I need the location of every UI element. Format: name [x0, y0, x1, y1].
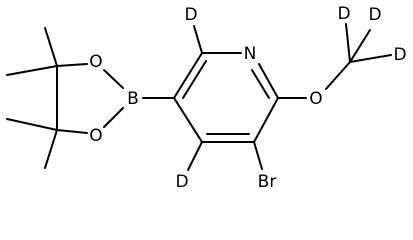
atom-labels: O O B N O Br D D D D D — [89, 4, 406, 192]
pyridine-ring — [173, 52, 279, 143]
pinacol-methyls — [6, 27, 58, 169]
atom-label-d-methyl-1: D — [337, 4, 350, 24]
bond-o2-b — [103, 107, 124, 128]
atom-label-nitrogen: N — [244, 44, 257, 64]
chemical-structure-diagram: O O B N O Br D D D D D — [6, 4, 407, 192]
bond-n-c2 — [258, 63, 279, 99]
atom-label-d-methyl-3: D — [393, 45, 406, 65]
bond-o-cd3 — [325, 61, 351, 90]
atom-label-o-methoxy: O — [309, 89, 322, 109]
bond-cd3-d3 — [349, 54, 392, 63]
bond-cd3-d1 — [345, 23, 351, 63]
bond-c1-methyl-left — [6, 65, 58, 76]
substituent-bonds — [187, 23, 392, 171]
bond-c6-d — [193, 25, 203, 54]
bond-c2-c3 — [253, 97, 279, 143]
dioxaborolane-ring — [56, 63, 124, 134]
bond-c5-c6 — [173, 52, 203, 99]
bond-c3-br — [253, 141, 263, 170]
atom-label-o-top: O — [89, 52, 102, 72]
atom-label-d-methyl-2: D — [368, 5, 381, 25]
bond-c2-o2 — [56, 129, 88, 134]
atom-label-o-bottom: O — [89, 126, 102, 146]
atom-label-d-top: D — [184, 5, 197, 25]
bond-c2-methyl-down — [44, 129, 58, 169]
bond-c1-o1 — [56, 63, 88, 67]
bond-cd3-d2 — [349, 29, 371, 63]
bond-c5-c6-double — [182, 60, 207, 99]
atom-label-boron: B — [127, 89, 139, 109]
bond-c2-methyl-left — [6, 118, 58, 131]
atom-label-bromine: Br — [258, 172, 277, 192]
bond-o1-b — [103, 69, 124, 89]
bond-c4-d — [187, 141, 203, 171]
bond-c4-c5 — [173, 97, 203, 143]
bond-n-c2-double — [251, 69, 270, 99]
atom-label-d-bottom: D — [175, 172, 188, 192]
bond-c1-methyl-up — [44, 27, 58, 67]
